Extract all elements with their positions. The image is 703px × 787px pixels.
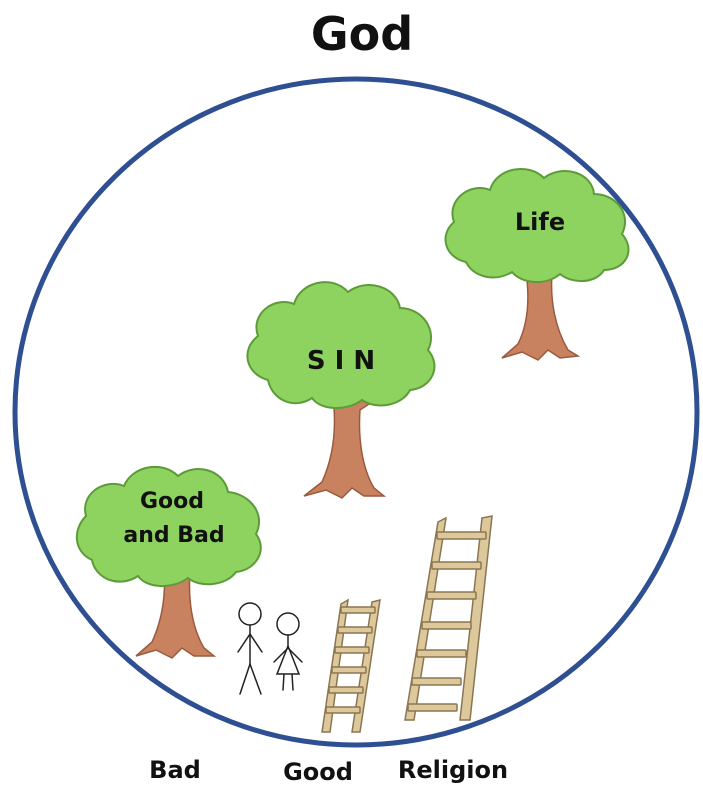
tall-ladder-icon [404, 515, 493, 721]
label-religion: Religion [398, 756, 508, 784]
label-good: Good [283, 758, 353, 786]
tree-sin-label: S I N [307, 346, 375, 376]
tree-good-and-bad-label-line2: and Bad [123, 523, 224, 548]
tree-life-label: Life [515, 208, 565, 236]
tree-sin: S I N [246, 281, 436, 499]
woman-figure-icon [273, 612, 303, 691]
tree-life: Life [444, 168, 630, 361]
small-ladder-icon [321, 598, 381, 733]
tree-good-and-bad-foliage [76, 466, 262, 587]
tree-sin-foliage [246, 281, 436, 409]
tree-life-foliage [444, 168, 630, 283]
label-bad: Bad [149, 756, 201, 784]
god-circle [12, 76, 700, 748]
stick-figures-icon [237, 602, 303, 695]
tall-ladder-rungs [407, 531, 487, 712]
tree-good-and-bad-label-line1: Good [140, 489, 204, 514]
small-ladder-rungs [325, 606, 376, 714]
tree-good-and-bad: Good and Bad [76, 466, 262, 659]
title: God [311, 7, 413, 61]
man-figure-icon [237, 602, 263, 695]
